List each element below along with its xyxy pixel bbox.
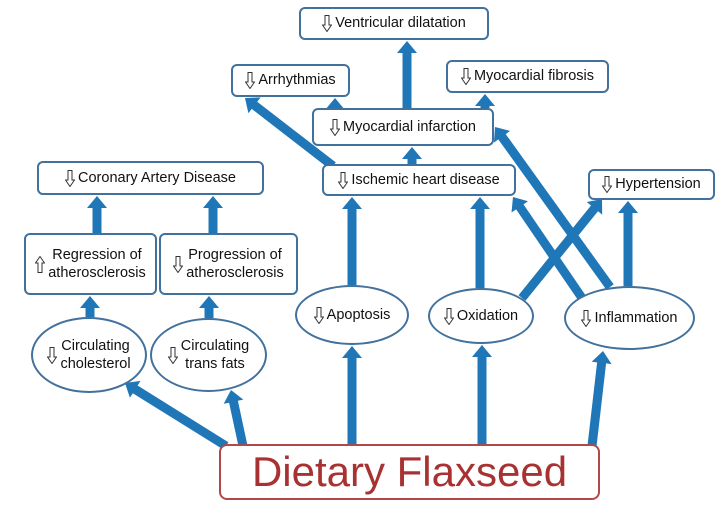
- arrow-regression-to-cad: [87, 196, 107, 233]
- node-label-line2: trans fats: [185, 356, 245, 372]
- down-arrow-icon: [460, 68, 471, 85]
- arrow-progression-to-cad: [203, 196, 223, 233]
- node-label: Ventricular dilatation: [335, 15, 466, 32]
- arrow-myocardial-infarction-to-myocardial-fibrosis: [475, 94, 495, 108]
- node-label: Hypertension: [615, 176, 701, 193]
- arrow-inflammation-to-myocardial-infarction: [493, 127, 614, 290]
- down-arrow-icon: [65, 169, 76, 187]
- node-label: Arrhythmias: [258, 72, 336, 89]
- arrow-oxidation-to-hypertension: [518, 199, 603, 301]
- node-label: Apoptosis: [326, 306, 391, 323]
- node-label: Ischemic heart disease: [351, 171, 500, 188]
- node-label-line1: Progression of: [188, 246, 282, 263]
- node-label-line1: Circulating: [61, 337, 130, 354]
- dietary-flaxseed-label: Dietary Flaxseed: [251, 448, 568, 495]
- arrow-myocardial-infarction-to-ventricular-dilatation: [397, 41, 417, 108]
- node-label: Coronary Artery Disease: [78, 169, 236, 186]
- arrow-ischemic-to-myocardial-infarction: [402, 147, 422, 164]
- arrow-flaxseed-to-apoptosis: [342, 346, 362, 446]
- node-label-line1: Circulating: [180, 337, 250, 354]
- arrow-cholesterol-to-regression: [80, 296, 100, 317]
- node-circulating-cholesterol: Circulating cholesterol: [31, 317, 147, 393]
- node-ischemic-heart-disease: Ischemic heart disease: [322, 164, 516, 196]
- arrow-ischemic-to-arrhythmias: [245, 97, 336, 170]
- arrow-flaxseed-to-cholesterol: [125, 380, 229, 450]
- node-ventricular-dilatation: Ventricular dilatation: [299, 7, 489, 40]
- down-arrow-icon: [443, 307, 454, 325]
- down-arrow-icon: [167, 346, 178, 364]
- arrow-flaxseed-to-inflammation: [587, 351, 612, 447]
- arrow-flaxseed-to-oxidation: [472, 345, 492, 446]
- node-label: Myocardial infarction: [343, 118, 476, 135]
- node-label: Myocardial fibrosis: [473, 68, 595, 85]
- node-myocardial-infarction: Myocardial infarction: [312, 108, 494, 146]
- node-myocardial-fibrosis: Myocardial fibrosis: [446, 60, 609, 93]
- arrow-inflammation-to-hypertension: [618, 201, 638, 286]
- dietary-flaxseed-box: Dietary Flaxseed: [219, 444, 600, 500]
- node-arrhythmias: Arrhythmias: [231, 64, 350, 97]
- node-inflammation: Inflammation: [564, 286, 695, 350]
- node-label: Oxidation: [456, 307, 519, 324]
- node-regression-of-atherosclerosis: Regression of atherosclerosis: [24, 233, 157, 295]
- arrow-flaxseed-to-trans-fats: [223, 390, 248, 447]
- node-oxidation: Oxidation: [428, 288, 534, 344]
- node-label-line2: atherosclerosis: [186, 265, 284, 281]
- down-arrow-icon: [313, 306, 324, 324]
- node-label-line1: Regression of: [52, 246, 142, 263]
- node-hypertension: Hypertension: [588, 169, 715, 200]
- node-label-line2: atherosclerosis: [48, 265, 146, 281]
- node-coronary-artery-disease: Coronary Artery Disease: [37, 161, 264, 195]
- up-arrow-icon: [35, 255, 46, 273]
- node-label-line2: cholesterol: [60, 356, 131, 372]
- arrow-apoptosis-to-ischemic: [342, 197, 362, 285]
- node-apoptosis: Apoptosis: [295, 285, 409, 345]
- down-arrow-icon: [47, 346, 58, 364]
- down-arrow-icon: [173, 255, 184, 273]
- down-arrow-icon: [602, 176, 613, 193]
- down-arrow-icon: [330, 118, 340, 136]
- node-progression-of-atherosclerosis: Progression of atherosclerosis: [159, 233, 298, 295]
- arrow-inflammation-to-ischemic: [511, 197, 586, 301]
- arrow-trans-fats-to-progression: [199, 296, 219, 318]
- down-arrow-icon: [322, 15, 333, 32]
- arrow-oxidation-to-ischemic: [470, 197, 490, 288]
- node-label: Inflammation: [594, 309, 678, 326]
- down-arrow-icon: [338, 171, 349, 189]
- arrow-myocardial-infarction-to-arrhythmias: [325, 98, 345, 110]
- down-arrow-icon: [581, 309, 592, 327]
- down-arrow-icon: [245, 72, 256, 89]
- node-circulating-trans-fats: Circulating trans fats: [150, 318, 267, 392]
